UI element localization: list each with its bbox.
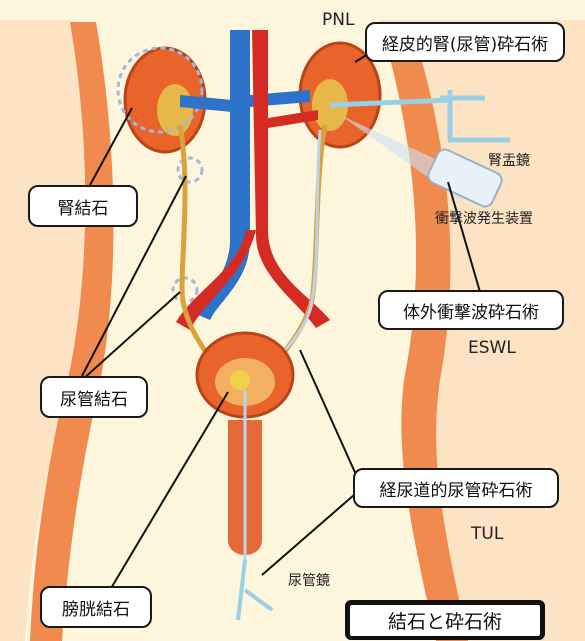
- eswl-abbr-label: ESWL: [468, 338, 516, 358]
- nephroscope-label: 腎盂鏡: [488, 150, 530, 170]
- title-text: 結石と砕石術: [350, 605, 540, 636]
- ureteroscope-tool: [238, 560, 272, 620]
- tul-abbr-label: TUL: [471, 524, 503, 544]
- bladder-stone-label-box: 膀胱結石: [40, 586, 152, 628]
- bladder-stone: [230, 370, 250, 390]
- pnl-abbr-label: PNL: [322, 10, 354, 30]
- title-caption: 結石と砕石術: [345, 600, 545, 640]
- ureteroscope-label: 尿管鏡: [288, 570, 330, 590]
- tul-label-box: 経尿道的尿管砕石術: [353, 468, 559, 508]
- kidney-stone-label-box: 腎結石: [28, 185, 138, 227]
- ureter-upper-highlight: [178, 158, 202, 182]
- left-kidney-pelvis: [157, 84, 193, 136]
- ureter-stone-label-box: 尿管結石: [40, 376, 148, 418]
- shockwave-device-label: 衝撃波発生装置: [435, 208, 533, 228]
- eswl-label-box: 体外衝撃波砕石術: [378, 290, 564, 330]
- pnl-label-box: 経皮的腎(尿管)砕石術: [365, 22, 565, 62]
- left-ureter: [180, 125, 225, 375]
